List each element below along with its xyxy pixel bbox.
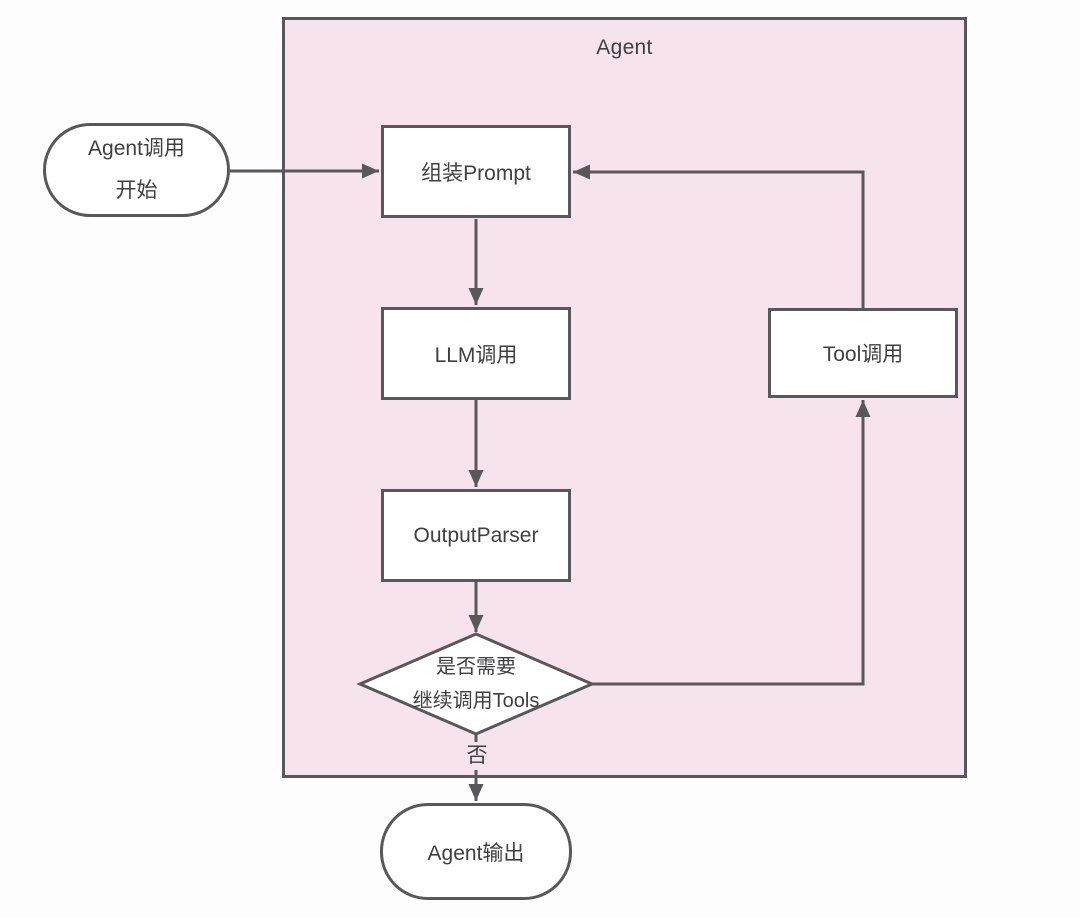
node-decision-line1: 是否需要 [436,656,516,678]
node-agent-output-label: Agent输出 [427,841,525,865]
agent-container-title: Agent [596,36,653,59]
node-tool-call-label: Tool调用 [822,343,904,366]
node-agent-output: Agent输出 [380,803,572,900]
node-llm-call-label: LLM调用 [434,343,518,367]
node-tool-call: Tool调用 [768,308,958,398]
node-agent-call-start-line2: 开始 [115,179,158,202]
node-decision-text: 是否需要 继续调用Tools [356,634,596,734]
node-decision-line2: 继续调用Tools [412,690,540,712]
node-agent-call-start: Agent调用 开始 [43,123,230,217]
node-llm-call: LLM调用 [381,307,571,400]
node-output-parser: OutputParser [381,489,571,582]
edge-label-no: 否 [456,742,498,770]
node-agent-call-start-line1: Agent调用 [88,137,185,160]
node-output-parser-label: OutputParser [413,523,539,547]
node-assemble-prompt-label: 组装Prompt [421,161,531,185]
node-assemble-prompt: 组装Prompt [381,125,571,218]
